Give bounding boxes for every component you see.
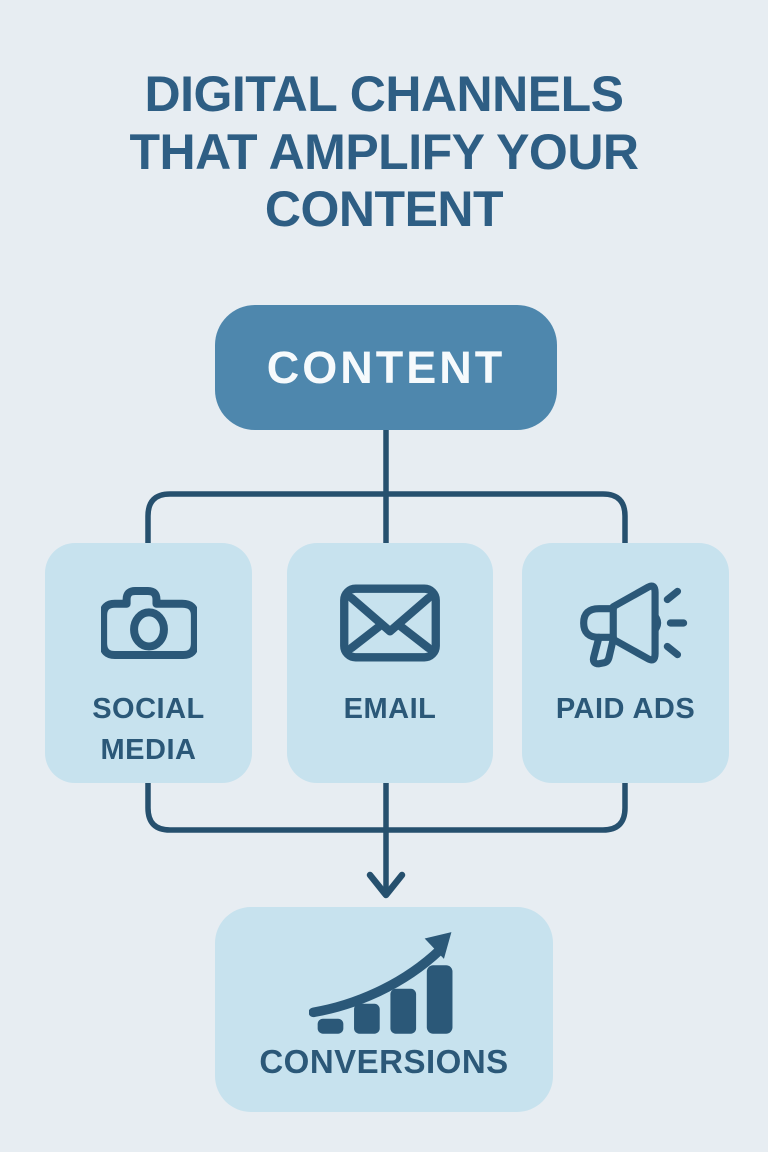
connector-bottom-bracket: [145, 778, 628, 833]
growth-chart-icon: [215, 925, 553, 1043]
arrowhead-icon: [366, 871, 406, 899]
node-conversions: CONVERSIONS: [215, 907, 553, 1112]
node-email: EMAIL: [287, 543, 493, 783]
camera-icon: [45, 569, 252, 677]
node-paid-ads: PAID ADS: [522, 543, 729, 783]
connector-top-bracket: [145, 491, 628, 548]
megaphone-icon: [522, 569, 729, 677]
node-content-label: CONTENT: [266, 341, 506, 393]
node-email-label: EMAIL: [343, 693, 437, 725]
node-paid-ads-label: PAID ADS: [555, 693, 696, 725]
node-conversions-label: CONVERSIONS: [259, 1043, 509, 1080]
node-content: CONTENT: [215, 305, 557, 430]
node-social-media-label: SOCIAL MEDIA: [92, 693, 205, 766]
envelope-icon: [287, 569, 493, 677]
node-social-media: SOCIAL MEDIA: [45, 543, 252, 783]
page-title: DIGITAL CHANNELS THAT AMPLIFY YOUR CONTE…: [129, 66, 639, 237]
